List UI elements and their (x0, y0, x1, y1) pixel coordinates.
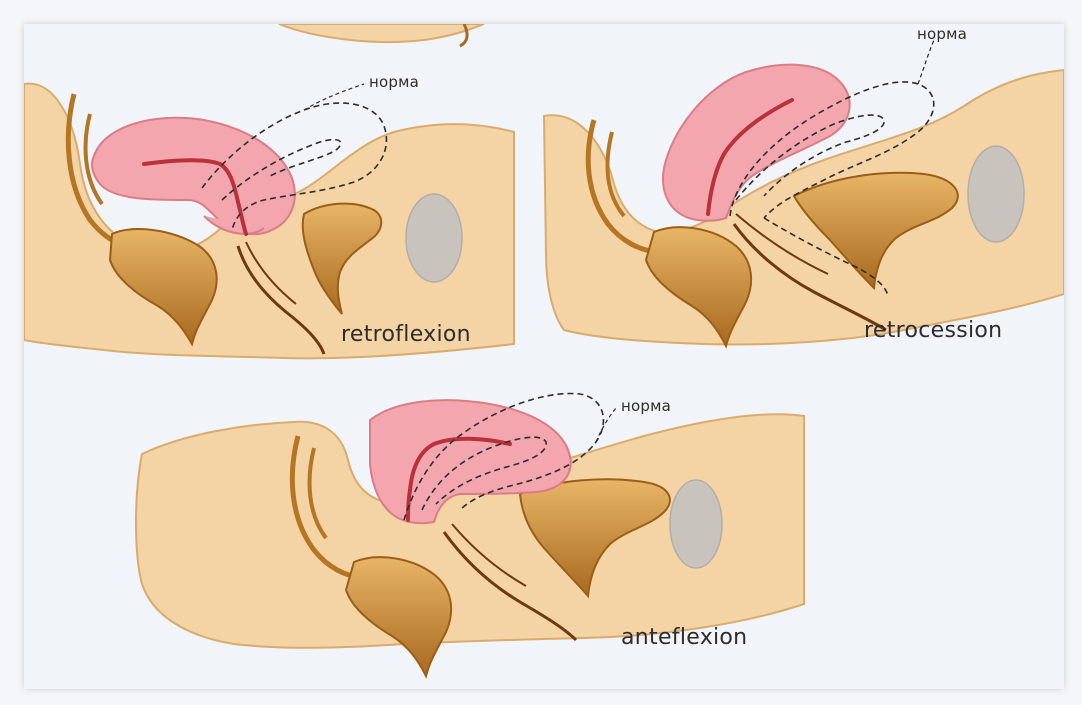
norm-label: норма (369, 73, 419, 91)
norm-label: норма (917, 25, 967, 43)
uterus-positions-illustration: норма retroflexion (24, 24, 1064, 689)
panel-retroflexion: норма retroflexion (24, 73, 514, 358)
panel-caption: retrocession (864, 318, 1002, 343)
uterus-shape (92, 118, 295, 234)
sacral-bone (406, 194, 462, 282)
sacral-bone (670, 480, 722, 568)
panel-caption: retroflexion (341, 322, 471, 347)
figure-canvas: норма retroflexion (24, 24, 1064, 689)
panel-retrocession: норма retrocession (544, 25, 1064, 346)
panel-anteflexion: норма anteflexion (136, 393, 804, 676)
panel-caption: anteflexion (621, 625, 747, 650)
norm-label: норма (621, 397, 671, 415)
sacral-bone (968, 146, 1024, 242)
top-tissue-fragment (279, 24, 484, 46)
